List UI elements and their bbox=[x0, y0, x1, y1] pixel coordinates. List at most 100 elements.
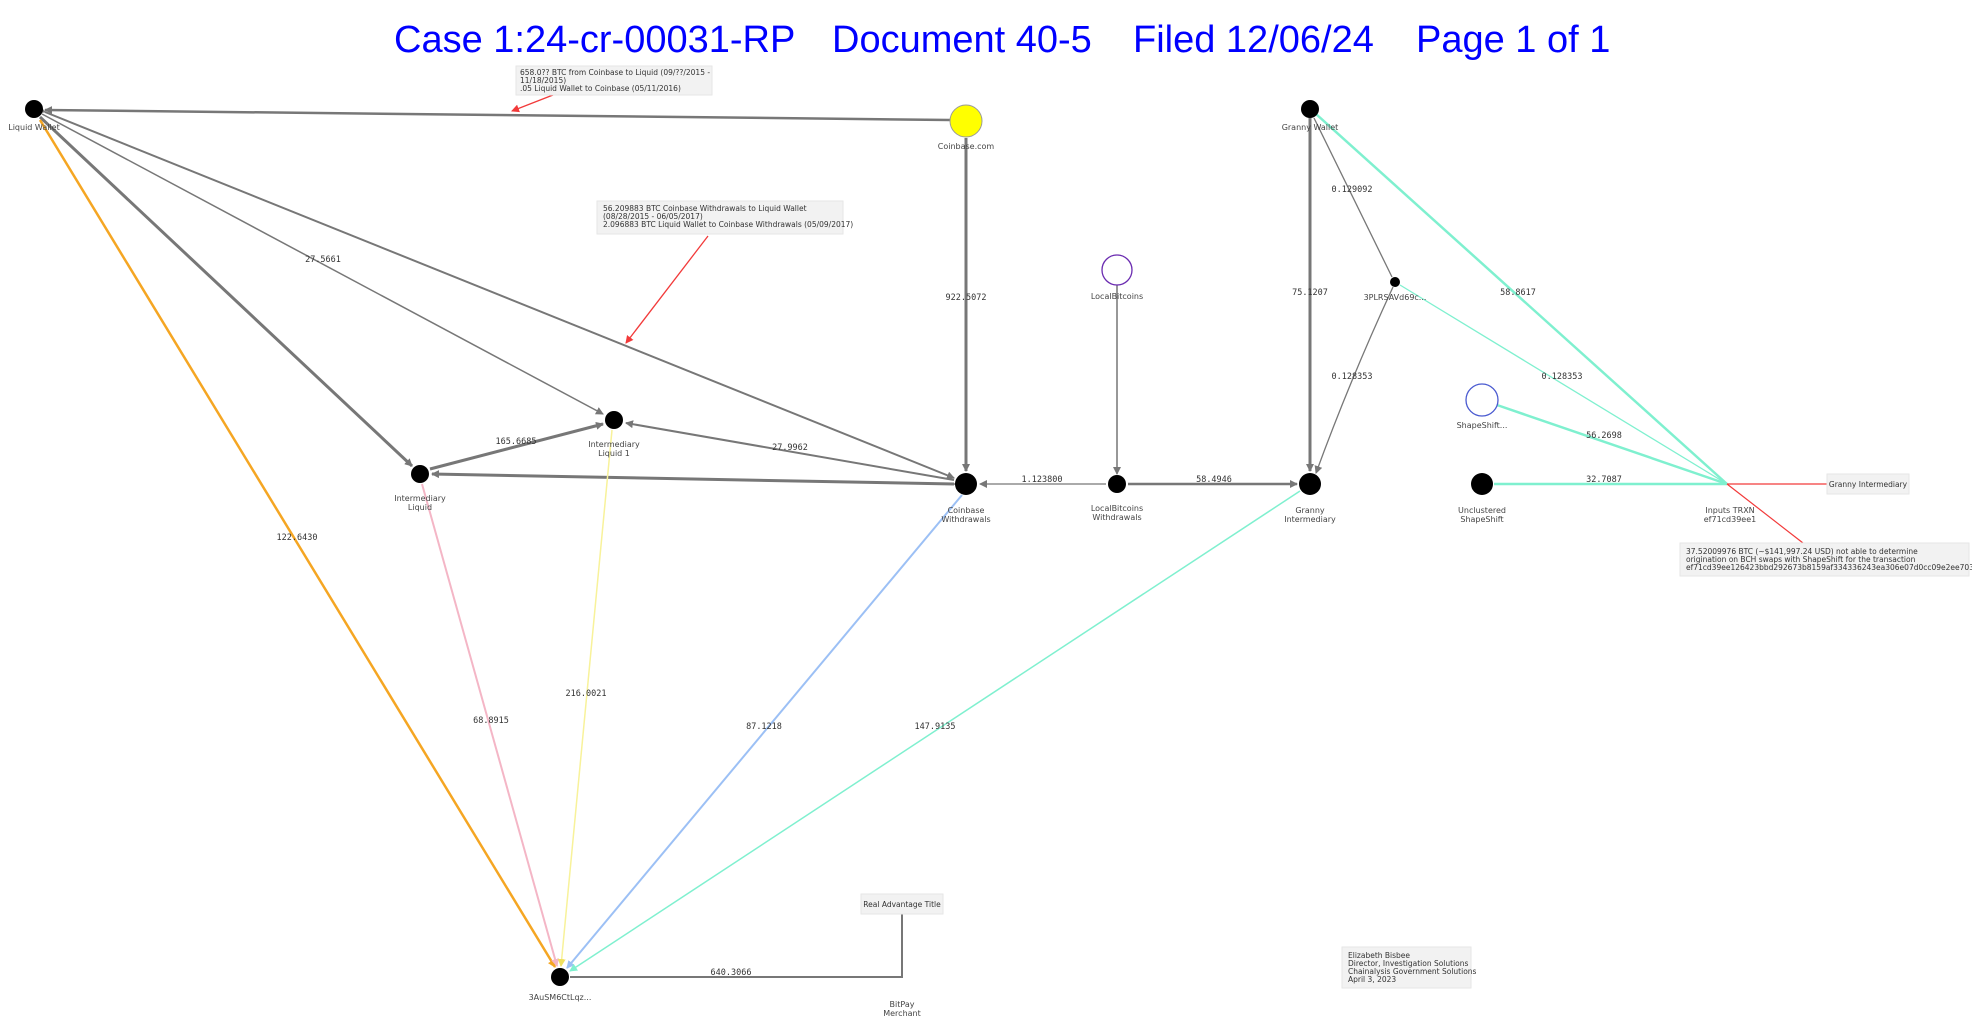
granny-intermediary-box-label: Granny Intermediary bbox=[1829, 480, 1908, 489]
label-unclustered-shapeshift-line2: ShapeShift bbox=[1460, 515, 1503, 524]
node-shapeshift[interactable] bbox=[1465, 383, 1499, 417]
label-granny-intermediary: Granny bbox=[1295, 506, 1325, 515]
edge-3plr-inputs bbox=[1399, 284, 1728, 485]
edge-coinbase-withdrawals-3au bbox=[566, 494, 963, 969]
edge-label: 165.6685 bbox=[496, 437, 537, 447]
edge-label: 640.3066 bbox=[711, 968, 752, 978]
label-localbitcoins-withdrawals-line2: Withdrawals bbox=[1092, 513, 1141, 522]
header-filed: Filed 12/06/24 bbox=[1133, 19, 1374, 61]
edge-intermediary-liquid-intermediary-liquid-1 bbox=[429, 421, 604, 471]
edge-intermediary-liquid-1-3au bbox=[557, 429, 613, 967]
real-advantage-title-box[interactable]: Real Advantage Title bbox=[860, 893, 944, 915]
edge-label: 68.8915 bbox=[473, 716, 509, 726]
edge-inputs-annotation bbox=[1726, 483, 1804, 544]
label-shapeshift: ShapeShift... bbox=[1457, 421, 1508, 430]
label-bitpay: BitPay bbox=[890, 1000, 915, 1009]
annotation-3-line: 37.52009976 BTC (~$141,997.24 USD) not a… bbox=[1686, 547, 1918, 556]
label-3plr: 3PLRSAVd69c... bbox=[1364, 293, 1427, 302]
node-localbitcoins[interactable] bbox=[1101, 254, 1133, 286]
edge-label: 58.8617 bbox=[1500, 288, 1536, 298]
annotation-1-arrow bbox=[511, 94, 554, 113]
edge-liquid-wallet-3au bbox=[38, 119, 557, 968]
label-inputs-trxn-hash: ef71cd39ee1 bbox=[1704, 515, 1757, 524]
edge-label: 122.6430 bbox=[277, 533, 318, 543]
label-intermediary-liquid-1-line2: Liquid 1 bbox=[598, 449, 630, 458]
node-liquid-wallet[interactable] bbox=[25, 100, 43, 118]
node-3au[interactable] bbox=[551, 968, 569, 986]
edge-shapeshift-inputs bbox=[1496, 403, 1728, 486]
annotation-2-line: 56.209883 BTC Coinbase Withdrawals to Li… bbox=[603, 204, 807, 213]
label-intermediary-liquid: Intermediary bbox=[394, 494, 446, 503]
label-bitpay-line2: Merchant bbox=[883, 1009, 921, 1018]
header-case: Case 1:24-cr-00031-RP bbox=[394, 19, 795, 61]
edge-label: 27.5661 bbox=[305, 255, 341, 265]
node-unclustered-shapeshift[interactable] bbox=[1471, 473, 1493, 495]
label-localbitcoins-withdrawals: LocalBitcoins bbox=[1091, 504, 1143, 513]
edge-liquid-wallet-intermediary-liquid bbox=[38, 115, 414, 468]
real-advantage-title-label: Real Advantage Title bbox=[863, 900, 941, 909]
label-coinbase-withdrawals-line2: Withdrawals bbox=[941, 515, 990, 524]
annotation-2-line: (08/28/2015 - 06/05/2017) bbox=[603, 212, 703, 221]
edge-granny-intermediary-3au bbox=[569, 490, 1301, 972]
edge-label: 87.1218 bbox=[746, 722, 782, 732]
edge-coinbase-withdrawals-intermediary-liquid bbox=[431, 470, 962, 489]
signature-block: Elizabeth Bisbee Director, Investigation… bbox=[1341, 946, 1477, 989]
header-page: Page 1 of 1 bbox=[1416, 19, 1610, 61]
label-intermediary-liquid-1: Intermediary bbox=[588, 440, 640, 449]
edge-label: 32.7087 bbox=[1586, 475, 1622, 485]
node-intermediary-liquid[interactable] bbox=[411, 465, 429, 483]
label-liquid-wallet: Liquid Wallet bbox=[8, 123, 59, 132]
header-document: Document 40-5 bbox=[832, 19, 1092, 61]
edge-3plr-granny-intermediary bbox=[1314, 286, 1394, 474]
edge-label: 58.4946 bbox=[1196, 475, 1232, 485]
node-granny-intermediary[interactable] bbox=[1299, 473, 1321, 495]
annotation-1-line: 11/18/2015) bbox=[520, 76, 566, 85]
court-header: Case 1:24-cr-00031-RP Document 40-5 File… bbox=[394, 19, 1610, 61]
node-intermediary-liquid-1[interactable] bbox=[605, 411, 623, 429]
label-granny-wallet: Granny Wallet bbox=[1282, 123, 1339, 132]
edge-liquid-wallet-coinbase-withdrawals bbox=[37, 105, 955, 480]
annotation-2-line: 2.096883 BTC Liquid Wallet to Coinbase W… bbox=[603, 220, 853, 229]
label-unclustered-shapeshift: Unclustered bbox=[1458, 506, 1506, 515]
edge-label: 1.123800 bbox=[1022, 475, 1063, 485]
label-inputs-trxn: Inputs TRXN bbox=[1705, 506, 1754, 515]
edge-label: 0.129092 bbox=[1332, 185, 1373, 195]
signature-line: Director, Investigation Solutions bbox=[1348, 959, 1469, 968]
annotation-2-arrow bbox=[625, 235, 709, 344]
annotation-3-line: ef71cd39ee126423bbd292673b8159af33433624… bbox=[1686, 563, 1972, 572]
edge-real-advantage-3au bbox=[570, 914, 903, 978]
label-localbitcoins: LocalBitcoins bbox=[1091, 292, 1143, 301]
node-coinbase-withdrawals[interactable] bbox=[955, 473, 977, 495]
edge-label: 922.5072 bbox=[946, 293, 987, 303]
annotation-3-line: origination on BCH swaps with ShapeShift… bbox=[1686, 555, 1916, 564]
label-intermediary-liquid-line2: Liquid bbox=[408, 503, 432, 512]
edge-label: 147.9135 bbox=[915, 722, 956, 732]
edge-intermediary-liquid-3au bbox=[421, 483, 559, 967]
annotation-1-line: 658.0?? BTC from Coinbase to Liquid (09/… bbox=[520, 68, 710, 77]
edge-label: 0.128353 bbox=[1332, 372, 1373, 382]
annotation-2: 56.209883 BTC Coinbase Withdrawals to Li… bbox=[596, 200, 853, 235]
signature-line: Chainalysis Government Solutions bbox=[1348, 967, 1477, 976]
signature-line: April 3, 2023 bbox=[1348, 975, 1396, 984]
signature-line: Elizabeth Bisbee bbox=[1348, 951, 1410, 960]
annotation-1: 658.0?? BTC from Coinbase to Liquid (09/… bbox=[515, 65, 713, 96]
node-granny-wallet[interactable] bbox=[1301, 100, 1319, 118]
granny-intermediary-box[interactable]: Granny Intermediary bbox=[1826, 473, 1910, 495]
annotation-3: 37.52009976 BTC (~$141,997.24 USD) not a… bbox=[1679, 542, 1972, 577]
label-coinbase: Coinbase.com bbox=[938, 142, 995, 151]
edge-label: 216.0021 bbox=[566, 689, 607, 699]
node-localbitcoins-withdrawals[interactable] bbox=[1108, 475, 1126, 493]
node-coinbase[interactable] bbox=[949, 104, 983, 138]
edge-label: 27.9962 bbox=[772, 443, 808, 453]
label-3au: 3AuSM6CtLqz... bbox=[529, 993, 592, 1002]
label-coinbase-withdrawals: Coinbase bbox=[948, 506, 985, 515]
edge-coinbase-liquid-wallet bbox=[44, 106, 958, 125]
annotation-1-line: .05 Liquid Wallet to Coinbase (05/11/201… bbox=[520, 84, 681, 93]
node-3plr[interactable] bbox=[1390, 277, 1400, 287]
edge-granny-wallet-3plr bbox=[1313, 117, 1393, 278]
label-granny-intermediary-line2: Intermediary bbox=[1284, 515, 1336, 524]
edge-label: 75.1207 bbox=[1292, 288, 1328, 298]
edge-label: 0.128353 bbox=[1542, 372, 1583, 382]
edge-granny-wallet-inputs bbox=[1315, 113, 1728, 485]
